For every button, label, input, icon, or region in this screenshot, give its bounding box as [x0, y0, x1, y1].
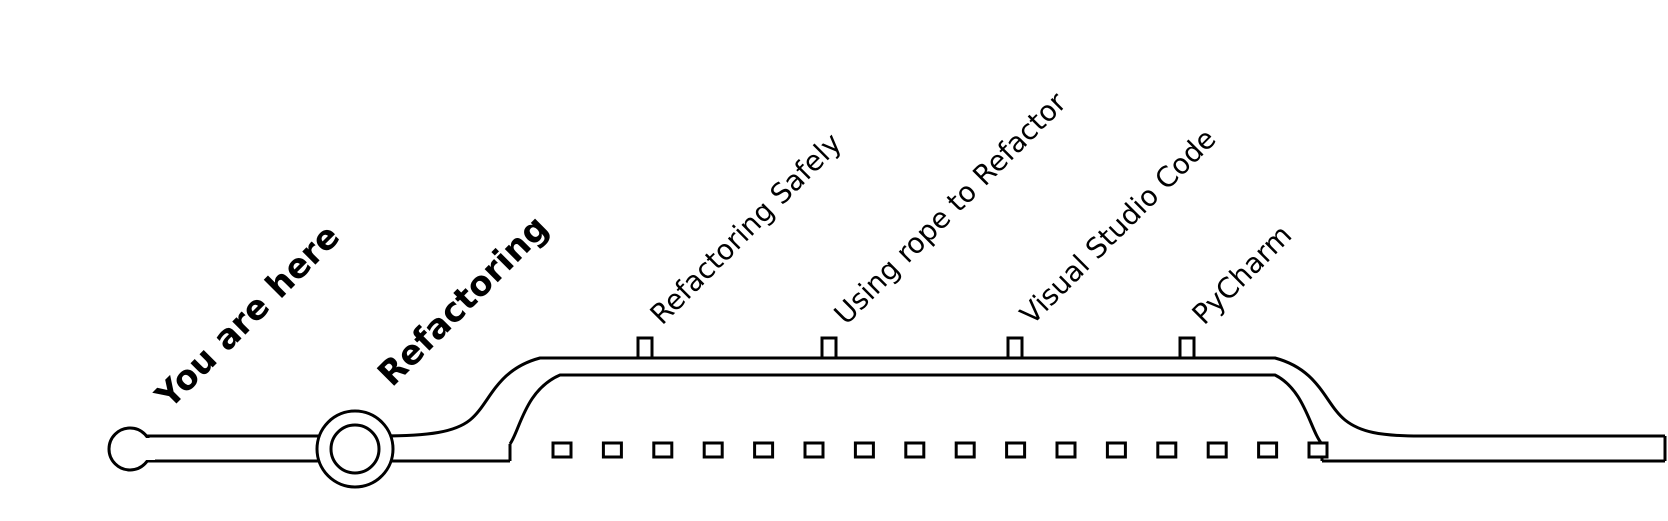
tunnel-dash — [803, 441, 825, 459]
tunnel-dash — [1156, 441, 1178, 459]
tunnel-dash — [1307, 441, 1329, 459]
start-station-marker — [107, 426, 153, 472]
main-line-upper-edge-2 — [379, 356, 1665, 438]
main-line-inner-edge — [508, 373, 1324, 445]
tunnel-dash — [652, 441, 674, 459]
tunnel-dash — [1105, 441, 1127, 459]
label-visual-studio-code: Visual Studio Code — [1014, 122, 1223, 331]
tunnel-dash — [601, 441, 623, 459]
tunnel-dash — [904, 441, 926, 459]
tunnel-dash — [702, 441, 724, 459]
label-you-are-here: You are here — [147, 217, 348, 418]
tunnel-dash — [1206, 441, 1228, 459]
tunnel-dash — [753, 441, 775, 459]
label-refactoring-safely: Refactoring Safely — [644, 127, 848, 331]
tunnel-dash — [853, 441, 875, 459]
tick-refactoring-safely — [636, 336, 654, 360]
tick-visual-studio-code — [1006, 336, 1024, 360]
tick-using-rope — [820, 336, 838, 360]
main-station-inner-ring — [329, 423, 381, 475]
label-pycharm: PyCharm — [1186, 218, 1299, 331]
tick-pycharm — [1178, 336, 1196, 360]
tunnel-dashes — [551, 441, 1329, 459]
tunnel-dash — [551, 441, 573, 459]
label-refactoring: Refactoring — [370, 208, 556, 394]
tunnel-dash — [1005, 441, 1027, 459]
tunnel-dash — [954, 441, 976, 459]
start-station-joint — [145, 438, 155, 460]
tunnel-dash — [1257, 441, 1279, 459]
tunnel-dash — [1055, 441, 1077, 459]
